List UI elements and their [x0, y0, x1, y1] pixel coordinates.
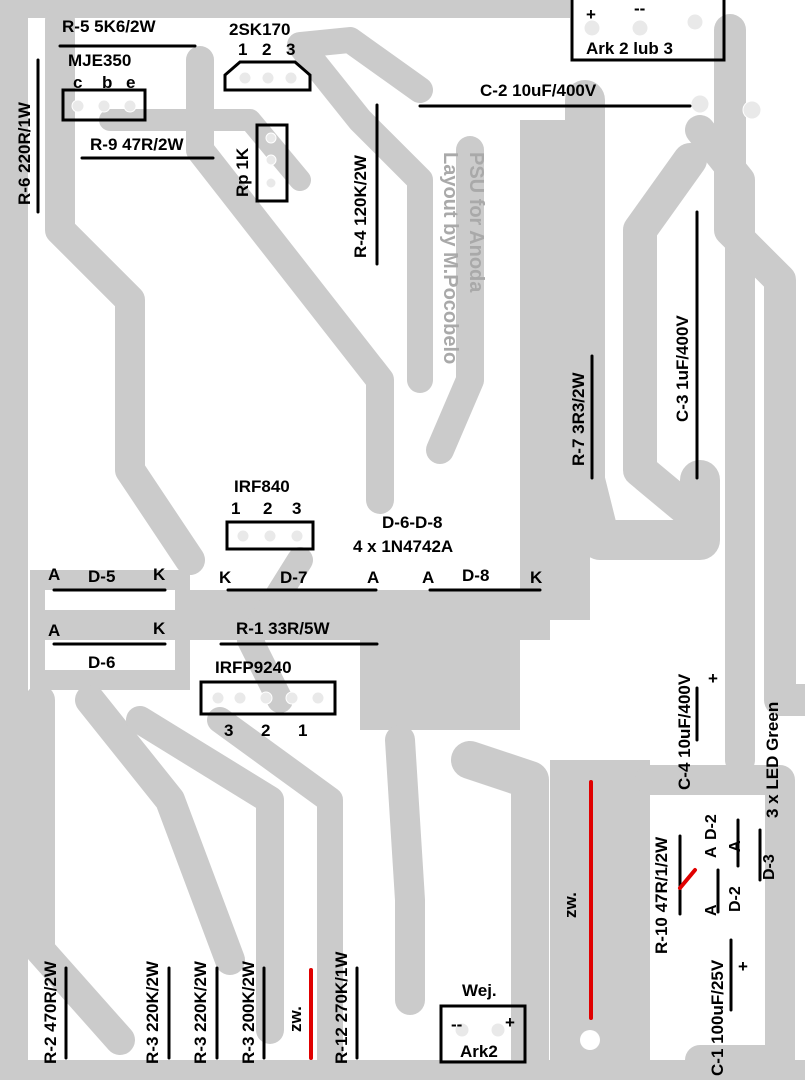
r12-label: R-12 270K/1W — [332, 951, 351, 1064]
r3c-label: R-3 200K/2W — [239, 960, 258, 1064]
irfp-pin1-label: 1 — [298, 721, 307, 740]
led-a-label: A — [727, 840, 744, 852]
d8-label: D-8 — [462, 566, 489, 585]
r6-label: R-6 220R/1W — [15, 101, 34, 205]
r2-label: R-2 470R/2W — [41, 960, 60, 1064]
ark-top-connector — [570, 0, 726, 62]
d8-anode-label: A — [422, 568, 434, 587]
r5-label: R-5 5K6/2W — [62, 17, 156, 36]
ark-minus-label: -- — [634, 0, 645, 18]
irf840-name-label: IRF840 — [234, 477, 290, 496]
r4-label: R-4 120K/2W — [351, 154, 370, 258]
led-d2-bottom-anode-label: A — [703, 904, 720, 916]
d6-label: D-6 — [88, 653, 115, 672]
c4-plus-label: + — [708, 669, 718, 688]
d7-label: D-7 — [280, 568, 307, 587]
d7-cathode-label: K — [219, 568, 232, 587]
c2-label: C-2 10uF/400V — [480, 81, 597, 100]
r1-label: R-1 33R/5W — [236, 619, 330, 638]
d7-anode-label: A — [367, 568, 379, 587]
watermark-line2: Layout by M.Pocobelo — [439, 152, 461, 364]
jfet-pin3-label: 3 — [286, 40, 295, 59]
jfet-pin1-label: 1 — [238, 40, 247, 59]
mje-pin-e-label: e — [126, 73, 135, 92]
c4-label: C-4 10uF/400V — [675, 673, 694, 790]
d6-d8-parts-label: 4 x 1N4742A — [353, 537, 453, 556]
led-note-label: 3 x LED Green — [763, 702, 782, 818]
wej-label: Wej. — [462, 981, 497, 1000]
c1-label: C-1 100uF/25V — [708, 959, 727, 1076]
labels: R-5 5K6/2W 2SK170 1 2 3 + -- Ark 2 lub 3… — [15, 0, 782, 1076]
led-d2-bottom-label: D-2 — [727, 886, 744, 912]
mje350-name-label: MJE350 — [68, 51, 131, 70]
layout-watermark: PSU for Anoda Layout by M.Pocobelo — [439, 152, 487, 364]
irfp9240-body — [199, 680, 337, 716]
d6-d8-title-label: D-6-D-8 — [382, 513, 442, 532]
d6-anode-label: A — [48, 621, 60, 640]
jfet-body — [223, 60, 312, 92]
c1-plus-label: + — [738, 957, 748, 976]
mje350-body — [61, 88, 147, 122]
component-lines — [36, 44, 762, 1060]
jumper-r10 — [678, 868, 697, 890]
led-d2-top-label: D-2 — [703, 814, 720, 840]
d8-cathode-label: K — [530, 568, 543, 587]
r3a-label: R-3 220K/2W — [143, 960, 162, 1064]
component-bodies — [61, 0, 762, 1064]
jfet-name-label: 2SK170 — [229, 20, 290, 39]
jumpers — [309, 780, 697, 1060]
led-d3-label: D-3 — [761, 854, 778, 880]
irf840-pin2-label: 2 — [263, 499, 272, 518]
led-d2-top-anode-label: A — [703, 846, 720, 858]
jfet-pin2-label: 2 — [262, 40, 271, 59]
irf840-pin1-label: 1 — [231, 499, 240, 518]
d5-anode-label: A — [48, 565, 60, 584]
watermark-line1: PSU for Anoda — [465, 152, 487, 293]
c3-label: C-3 1uF/400V — [673, 315, 692, 422]
d5-label: D-5 — [88, 567, 115, 586]
r10-label: R-10 47R/1/2W — [652, 836, 671, 954]
ark-plus-label: + — [586, 5, 596, 24]
r7-label: R-7 3R3/2W — [569, 372, 588, 466]
ark2-input-connector — [439, 1004, 527, 1064]
mje-pin-b-label: b — [102, 73, 112, 92]
r3b-label: R-3 220K/2W — [191, 960, 210, 1064]
irf840-body — [225, 520, 315, 551]
mje-pin-c-label: c — [73, 73, 82, 92]
wej-plus-label: + — [505, 1013, 515, 1032]
zw-long-label: zw. — [561, 892, 580, 918]
irfp-pin2-label: 2 — [261, 721, 270, 740]
irfp-pin3-label: 3 — [224, 721, 233, 740]
d6-cathode-label: K — [153, 619, 166, 638]
ark-top-label: Ark 2 lub 3 — [586, 39, 673, 58]
rp-body — [255, 123, 289, 203]
wej-minus-label: -- — [451, 1015, 462, 1034]
irf840-pin3-label: 3 — [292, 499, 301, 518]
zw-short-label: zw. — [286, 1006, 305, 1032]
irfp9240-name-label: IRFP9240 — [215, 658, 292, 677]
d5-cathode-label: K — [153, 565, 166, 584]
r9-label: R-9 47R/2W — [90, 135, 184, 154]
rp-label: Rp 1K — [233, 147, 252, 197]
wej-ark2-label: Ark2 — [460, 1042, 498, 1061]
